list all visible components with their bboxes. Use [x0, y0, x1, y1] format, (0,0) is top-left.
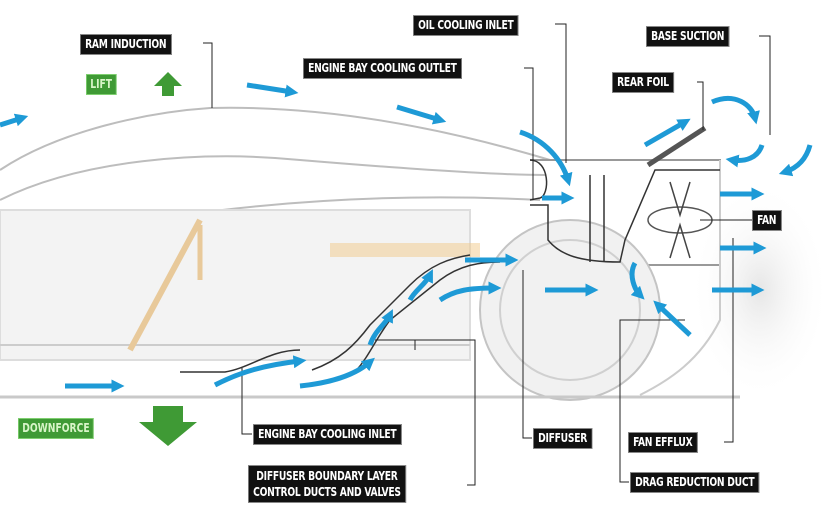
label-base-suction: BASE SUCTION	[646, 26, 730, 47]
label-rear-foil: REAR FOIL	[612, 72, 674, 93]
label-engine-bay-cooling-outlet: ENGINE BAY COOLING OUTLET	[303, 58, 462, 79]
leader-lines	[203, 23, 771, 486]
label-oil-cooling-inlet: OIL COOLING INLET	[413, 15, 519, 36]
label-engine-bay-cooling-inlet: ENGINE BAY COOLING INLET	[253, 424, 402, 445]
label-diffuser-boundary-layer: DIFFUSER BOUNDARY LAYER CONTROL DUCTS AN…	[248, 465, 406, 503]
label-ram-induction: RAM INDUCTION	[80, 34, 172, 55]
ducts	[180, 125, 720, 373]
label-line-2: CONTROL DUCTS AND VALVES	[253, 485, 401, 499]
downforce-arrow-icon	[139, 406, 197, 446]
lift-arrow-icon	[154, 72, 182, 96]
airflow-arrows	[0, 82, 813, 393]
label-line-1: DIFFUSER BOUNDARY LAYER	[256, 469, 398, 483]
label-downforce: DOWNFORCE	[18, 418, 94, 439]
label-lift: LIFT	[86, 74, 117, 95]
label-fan: FAN	[752, 210, 782, 231]
label-fan-efflux: FAN EFFLUX	[628, 432, 698, 453]
car-body	[0, 106, 822, 401]
label-drag-reduction-duct: DRAG REDUCTION DUCT	[630, 472, 760, 493]
label-diffuser: DIFFUSER	[533, 428, 593, 449]
